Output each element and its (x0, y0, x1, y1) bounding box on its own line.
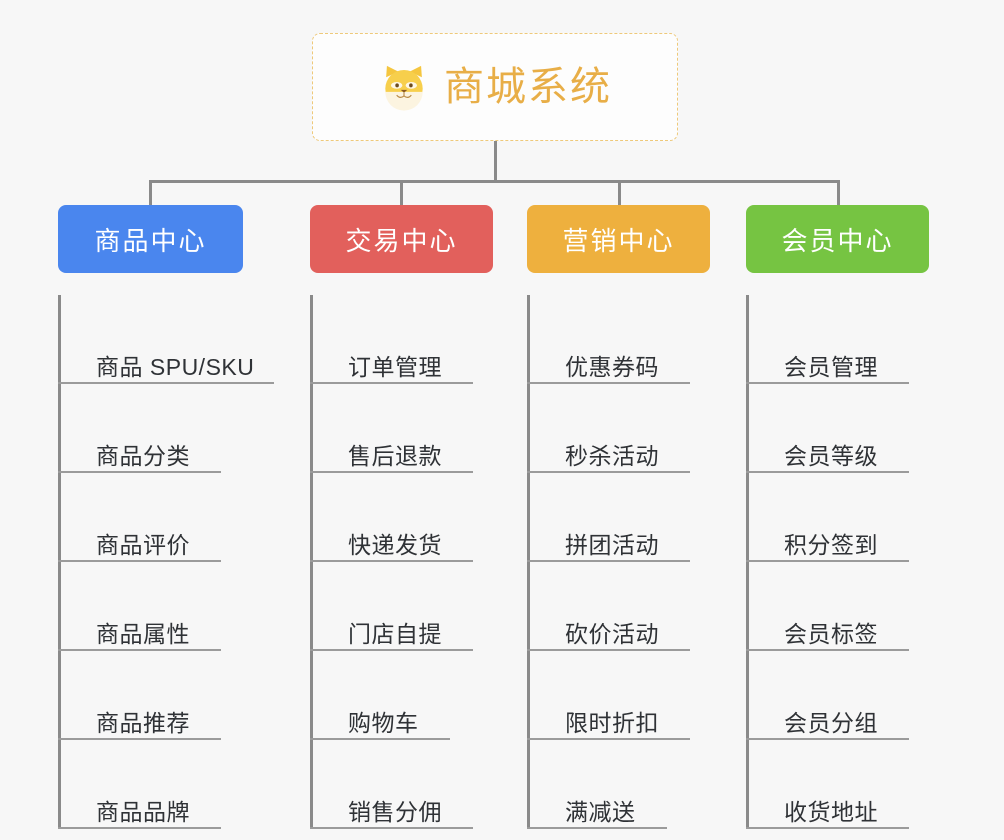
category-header-3[interactable]: 营销中心 (527, 205, 710, 273)
category-header-label: 商品中心 (94, 225, 207, 256)
leaf-rule (746, 827, 909, 829)
leaf-rule (310, 649, 473, 651)
list-item[interactable]: 商品属性 (58, 562, 243, 651)
list-item[interactable]: 会员分组 (746, 651, 929, 740)
leaf-trunk-line (527, 295, 530, 829)
list-item[interactable]: 秒杀活动 (527, 384, 710, 473)
list-item[interactable]: 会员等级 (746, 384, 929, 473)
category-header-1[interactable]: 商品中心 (58, 205, 243, 273)
list-item[interactable]: 售后退款 (310, 384, 493, 473)
shiba-dog-icon (378, 61, 430, 113)
leaf-rule (746, 649, 909, 651)
leaf-rule (746, 738, 909, 740)
list-item[interactable]: 商品推荐 (58, 651, 243, 740)
connector-drop-1 (149, 180, 152, 206)
list-item[interactable]: 门店自提 (310, 562, 493, 651)
connector-horizontal-bus (150, 180, 840, 183)
leaf-rule (310, 471, 473, 473)
category-header-4[interactable]: 会员中心 (746, 205, 929, 273)
connector-drop-2 (400, 180, 403, 206)
list-item[interactable]: 满减送 (527, 740, 710, 829)
leaf-rule (527, 827, 667, 829)
category-header-label: 营销中心 (562, 225, 675, 256)
category-column-交易中心: 交易中心 订单管理 售后退款 快递发货 门店自提 购物车 销售分佣 (310, 205, 493, 829)
connector-drop-3 (618, 180, 621, 206)
list-item[interactable]: 会员标签 (746, 562, 929, 651)
leaf-rule (58, 382, 274, 384)
leaf-rule (310, 560, 473, 562)
category-header-label: 交易中心 (345, 225, 458, 256)
leaf-rule (58, 649, 221, 651)
list-item[interactable]: 砍价活动 (527, 562, 710, 651)
page-title: 商城系统 (444, 65, 612, 109)
leaf-rule (527, 738, 690, 740)
leaf-rule (746, 471, 909, 473)
leaf-rule (310, 827, 473, 829)
category-column-商品中心: 商品中心 商品 SPU/SKU 商品分类 商品评价 商品属性 商品推荐 商品品牌 (58, 205, 274, 829)
leaf-rule (527, 471, 690, 473)
leaf-rule (58, 560, 221, 562)
list-item[interactable]: 拼团活动 (527, 473, 710, 562)
list-item[interactable]: 商品品牌 (58, 740, 243, 829)
leaf-rule (746, 560, 909, 562)
list-item[interactable]: 收货地址 (746, 740, 929, 829)
leaf-list-2: 订单管理 售后退款 快递发货 门店自提 购物车 销售分佣 (310, 295, 493, 829)
leaf-rule (58, 827, 221, 829)
connector-root-stem (494, 141, 497, 182)
leaf-rule (310, 382, 473, 384)
connector-drop-4 (837, 180, 840, 206)
leaf-rule (746, 382, 909, 384)
category-header-2[interactable]: 交易中心 (310, 205, 493, 273)
list-item[interactable]: 订单管理 (310, 295, 493, 384)
list-item[interactable]: 优惠券码 (527, 295, 710, 384)
leaf-trunk-line (310, 295, 313, 829)
category-column-营销中心: 营销中心 优惠券码 秒杀活动 拼团活动 砍价活动 限时折扣 满减送 (527, 205, 710, 829)
list-item[interactable]: 购物车 (310, 651, 493, 740)
list-item[interactable]: 商品分类 (58, 384, 243, 473)
category-header-label: 会员中心 (781, 225, 894, 256)
leaf-rule (58, 738, 221, 740)
list-item[interactable]: 限时折扣 (527, 651, 710, 740)
list-item[interactable]: 会员管理 (746, 295, 929, 384)
list-item[interactable]: 销售分佣 (310, 740, 493, 829)
leaf-rule (527, 649, 690, 651)
list-item[interactable]: 商品 SPU/SKU (58, 295, 274, 384)
leaf-rule (310, 738, 450, 740)
leaf-rule (527, 560, 690, 562)
leaf-list-4: 会员管理 会员等级 积分签到 会员标签 会员分组 收货地址 (746, 295, 929, 829)
list-item[interactable]: 快递发货 (310, 473, 493, 562)
list-item[interactable]: 商品评价 (58, 473, 243, 562)
list-item[interactable]: 积分签到 (746, 473, 929, 562)
leaf-list-3: 优惠券码 秒杀活动 拼团活动 砍价活动 限时折扣 满减送 (527, 295, 710, 829)
leaf-rule (58, 471, 221, 473)
leaf-trunk-line (58, 295, 61, 829)
category-column-会员中心: 会员中心 会员管理 会员等级 积分签到 会员标签 会员分组 收货地址 (746, 205, 929, 829)
root-node[interactable]: 商城系统 (312, 33, 678, 141)
leaf-trunk-line (746, 295, 749, 829)
leaf-list-1: 商品 SPU/SKU 商品分类 商品评价 商品属性 商品推荐 商品品牌 (58, 295, 274, 829)
leaf-rule (527, 382, 690, 384)
